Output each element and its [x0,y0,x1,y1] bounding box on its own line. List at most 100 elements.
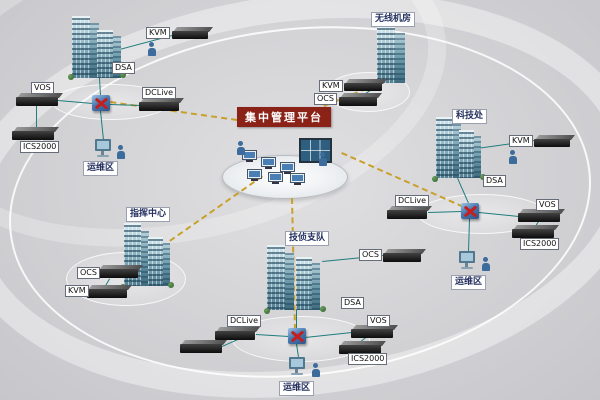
monitor-base [291,372,303,376]
building-front-face [72,16,90,78]
person-icon-topleft-ops [116,145,125,159]
building-topleft-1 [72,16,99,78]
ics2000-device-invest [339,341,386,354]
site-label-wireless-room: 无线机房 [371,12,416,27]
vos-device-topleft [16,93,63,106]
vos-device-invest [351,325,398,338]
vos-device-tech [518,209,565,222]
person-icon-topleft-kvm [147,42,156,56]
monitor-base [461,266,473,270]
dsa-label-invest: DSA [341,297,364,309]
device-front-face [512,229,554,238]
device-front-face [383,253,421,262]
building-side-face [310,263,320,310]
monitor-stand [294,369,299,373]
ics2000-device-tech [512,225,559,238]
ocs-label-command: OCS [77,267,100,279]
kvm-device-topleft [172,27,213,39]
dclive-label-invest: DCLive [227,315,262,327]
operator-pc-tech [459,251,479,270]
device-front-face [98,269,138,278]
hub-workstation-icon-2 [262,158,275,169]
monitor-base [265,166,272,169]
hub-workstation-icon-6 [291,174,304,185]
device-front-face [534,139,570,147]
link-bc-building-switch [296,310,297,328]
ics2000-label-invest: ICS2000 [348,353,388,365]
building-front-face [97,30,113,78]
building-side-face [139,230,149,286]
building-topleft-2 [97,30,121,78]
ops-area-label-topleft: 运维区 [83,161,119,176]
monitor-stand [100,151,105,155]
vos-label-topleft: VOS [31,82,54,94]
person-icon-invest-ops [311,363,320,377]
monitor-base [251,178,258,181]
device-front-face [387,210,427,219]
device-front-face [180,344,222,353]
switch-icon-tech [461,203,479,219]
device-front-face [339,97,377,106]
building-tech-1 [436,117,461,178]
monitor-screen [289,357,305,369]
device-front-face [351,329,393,338]
vos-label-invest: VOS [367,315,390,327]
switch-icon-invest [288,328,306,344]
building-side-face [161,242,170,286]
server-device-invest-extra [180,340,227,353]
operator-pc-invest [289,357,309,376]
switch-icon-topleft [92,95,110,111]
building-tech-2 [459,130,481,178]
monitor-base [97,154,109,158]
ocs-label-wireless: OCS [314,93,337,105]
monitor-base [294,182,301,185]
site-label-tech-dept: 科技处 [452,109,488,124]
device-front-face [87,289,127,298]
building-front-face [436,117,453,178]
hub-workstation-icon-5 [269,173,282,184]
dsa-label-tech: DSA [483,175,506,187]
kvm-label-command: KVM [65,285,89,297]
kvm-device-command [87,285,132,298]
monitor-stand [464,263,469,267]
dclive-device-invest [215,327,260,340]
tree-icon-topleft-2 [120,72,126,78]
device-front-face [344,83,382,91]
building-front-face [267,245,285,310]
dclive-label-topleft: DCLive [142,87,177,99]
ocs-device-command [98,265,143,278]
building-wireless [377,26,405,83]
ics2000-label-tech: ICS2000 [520,238,560,250]
person-icon-tech-kvm [508,150,517,164]
site-label-command-center: 指挥中心 [126,207,171,222]
building-front-face [148,237,163,286]
device-front-face [339,345,381,354]
monitor-screen [269,173,282,181]
building-command-2 [148,237,170,286]
ops-area-label-invest: 运维区 [279,381,315,396]
kvm-device-wireless [344,79,387,91]
dclive-label-tech: DCLive [395,195,430,207]
ics2000-label-topleft: ICS2000 [20,141,60,153]
vos-label-tech: VOS [536,199,559,211]
monitor-base [272,181,279,184]
kvm-label-wireless: KVM [319,80,343,92]
device-front-face [12,131,54,140]
device-front-face [518,213,560,222]
kvm-label-tech: KVM [509,135,533,147]
dclive-device-topleft [139,98,184,111]
tree-icon-invest-1 [264,308,270,314]
monitor-screen [459,251,475,263]
ocs-device-wireless [339,93,382,106]
monitor-base [246,159,253,162]
device-front-face [172,31,208,39]
tree-icon-command-2 [168,282,174,288]
monitor-screen [281,163,294,171]
kvm-device-tech [534,135,575,147]
building-front-face [377,26,396,83]
building-side-face [283,252,294,310]
building-side-face [451,124,461,178]
device-front-face [139,102,179,111]
ocs-device-invest [383,249,426,262]
